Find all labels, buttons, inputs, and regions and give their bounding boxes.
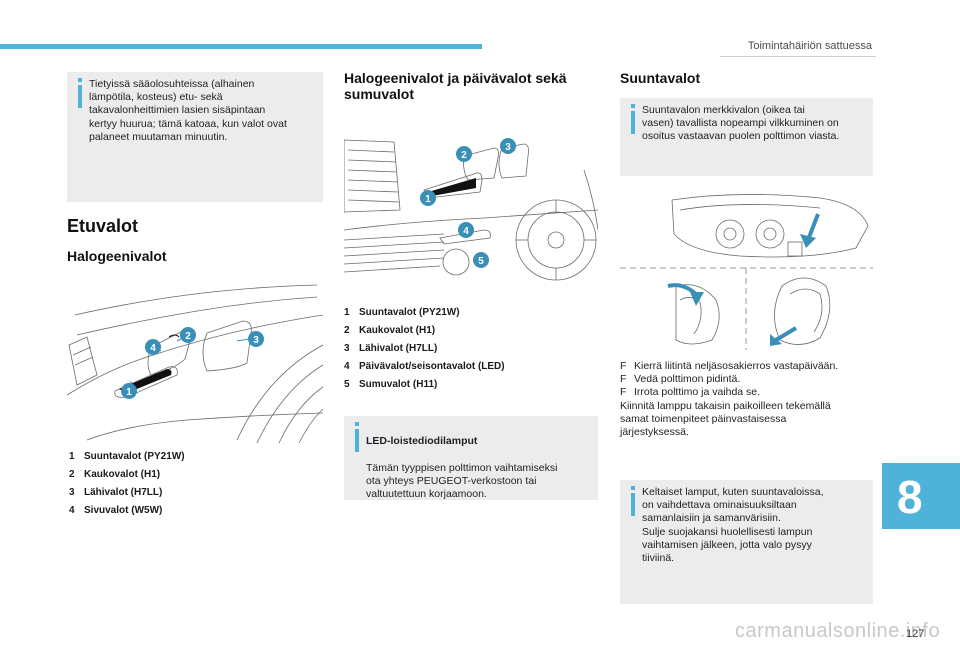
svg-text:1: 1 bbox=[425, 194, 431, 205]
callout-4: 4 bbox=[458, 222, 474, 238]
header-accent-bar bbox=[0, 44, 482, 49]
led-note: LED-loistediodilamput Tämän tyyppisen po… bbox=[344, 416, 598, 500]
info-icon bbox=[631, 104, 635, 134]
svg-text:1: 1 bbox=[126, 387, 132, 398]
info-icon bbox=[631, 486, 635, 516]
section-heading-front-lights: Etuvalot bbox=[67, 216, 139, 236]
callout-2: 2 bbox=[456, 146, 472, 162]
indicator-note-text: Suuntavalon merkkivalon (oikea tai vasen… bbox=[642, 104, 840, 143]
middle-heading: Halogeenivalot ja päivävalot sekä sumuva… bbox=[344, 70, 567, 102]
svg-text:5: 5 bbox=[478, 256, 484, 267]
subheading-halogen: Halogeenivalot bbox=[67, 248, 167, 264]
indicator-bulb-illustration bbox=[620, 194, 873, 350]
chapter-tab bbox=[882, 463, 960, 529]
svg-text:3: 3 bbox=[505, 142, 511, 153]
callout-2: 2 bbox=[176, 327, 196, 343]
callout-4: 4 bbox=[145, 339, 162, 355]
pull-arrow-icon bbox=[770, 326, 798, 346]
chapter-title: Toimintahäiriön sattuessa bbox=[747, 40, 872, 52]
svg-text:2: 2 bbox=[185, 331, 191, 342]
led-note-title: LED-loistediodilamput bbox=[366, 435, 478, 448]
callout-5: 5 bbox=[473, 252, 489, 268]
reassembly-paragraph: Kiinnitä lamppu takaisin paikoilleen tek… bbox=[620, 399, 831, 439]
callout-3: 3 bbox=[236, 331, 264, 347]
svg-text:2: 2 bbox=[461, 150, 467, 161]
watermark: carmanualsonline.info bbox=[735, 620, 941, 642]
yellow-bulb-note-text: Keltaiset lamput, kuten suuntavaloissa, … bbox=[642, 486, 824, 565]
header-rule bbox=[720, 56, 876, 57]
led-note-text: LED-loistediodilamput Tämän tyyppisen po… bbox=[366, 422, 592, 514]
svg-text:4: 4 bbox=[463, 226, 469, 237]
info-icon bbox=[78, 78, 82, 108]
halogen-headlight-illustration: 1 2 3 4 bbox=[67, 284, 323, 444]
arrow-icon bbox=[800, 213, 820, 248]
callout-1: 1 bbox=[121, 381, 137, 399]
indicator-note: Suuntavalon merkkivalon (oikea tai vasen… bbox=[620, 98, 873, 176]
chapter-number: 8 bbox=[897, 471, 923, 523]
rotate-arrow-icon bbox=[667, 283, 704, 306]
callout-3: 3 bbox=[500, 138, 516, 154]
condensation-note: Tietyissä sääolosuhteissa (alhainen lämp… bbox=[67, 72, 323, 202]
svg-text:4: 4 bbox=[150, 343, 156, 354]
svg-text:3: 3 bbox=[253, 335, 259, 346]
callout-1: 1 bbox=[420, 190, 436, 206]
info-icon bbox=[355, 422, 359, 452]
yellow-bulb-note: Keltaiset lamput, kuten suuntavaloissa, … bbox=[620, 480, 873, 604]
page-number: 127 bbox=[906, 628, 925, 640]
led-headlight-illustration: 1 2 3 4 5 bbox=[344, 138, 598, 281]
led-note-body: Tämän tyyppisen polttimon vaihtamiseksi … bbox=[366, 461, 558, 501]
indicator-heading: Suuntavalot bbox=[620, 70, 701, 86]
note-text: Tietyissä sääolosuhteissa (alhainen lämp… bbox=[89, 78, 287, 143]
